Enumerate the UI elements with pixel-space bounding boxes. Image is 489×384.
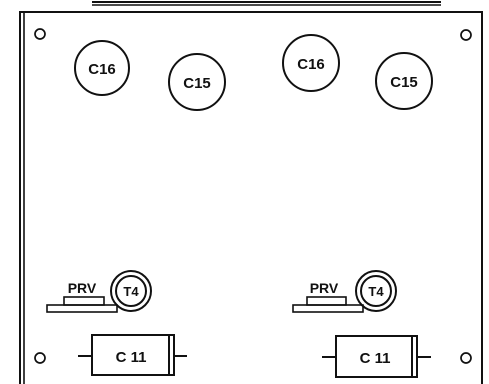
capacitor-c15-left-label: C15 [183, 75, 211, 92]
capacitor-c15-left: C15 [168, 53, 226, 111]
transistor-t4-left: T4 [110, 270, 152, 312]
mounting-hole-bottom-left [34, 352, 46, 364]
preset-prv-right: PRV [292, 280, 364, 313]
capacitor-c16-right-label: C16 [297, 56, 325, 73]
capacitor-c11-right: C 11 [322, 335, 431, 378]
capacitor-c11-right-label: C 11 [360, 350, 391, 367]
transistor-t4-left-label: T4 [123, 284, 139, 299]
mounting-hole-bottom-right [460, 352, 472, 364]
capacitor-c11-left-label: C 11 [116, 349, 147, 366]
transistor-t4-right: T4 [355, 270, 397, 312]
preset-prv-left: PRV [46, 280, 118, 313]
transistor-t4-right-label: T4 [368, 284, 384, 299]
capacitor-c11-left: C 11 [78, 334, 187, 376]
preset-prv-right-label: PRV [310, 280, 339, 296]
capacitor-c15-right: C15 [375, 52, 433, 110]
capacitor-c16-left-label: C16 [88, 61, 116, 78]
mounting-hole-top-right [460, 29, 472, 41]
capacitor-c15-right-label: C15 [390, 74, 418, 91]
capacitor-c16-right: C16 [282, 34, 340, 92]
preset-prv-left-label: PRV [68, 280, 97, 296]
mounting-hole-top-left [34, 28, 46, 40]
board-outline [19, 11, 483, 384]
capacitor-c16-left: C16 [74, 40, 130, 96]
